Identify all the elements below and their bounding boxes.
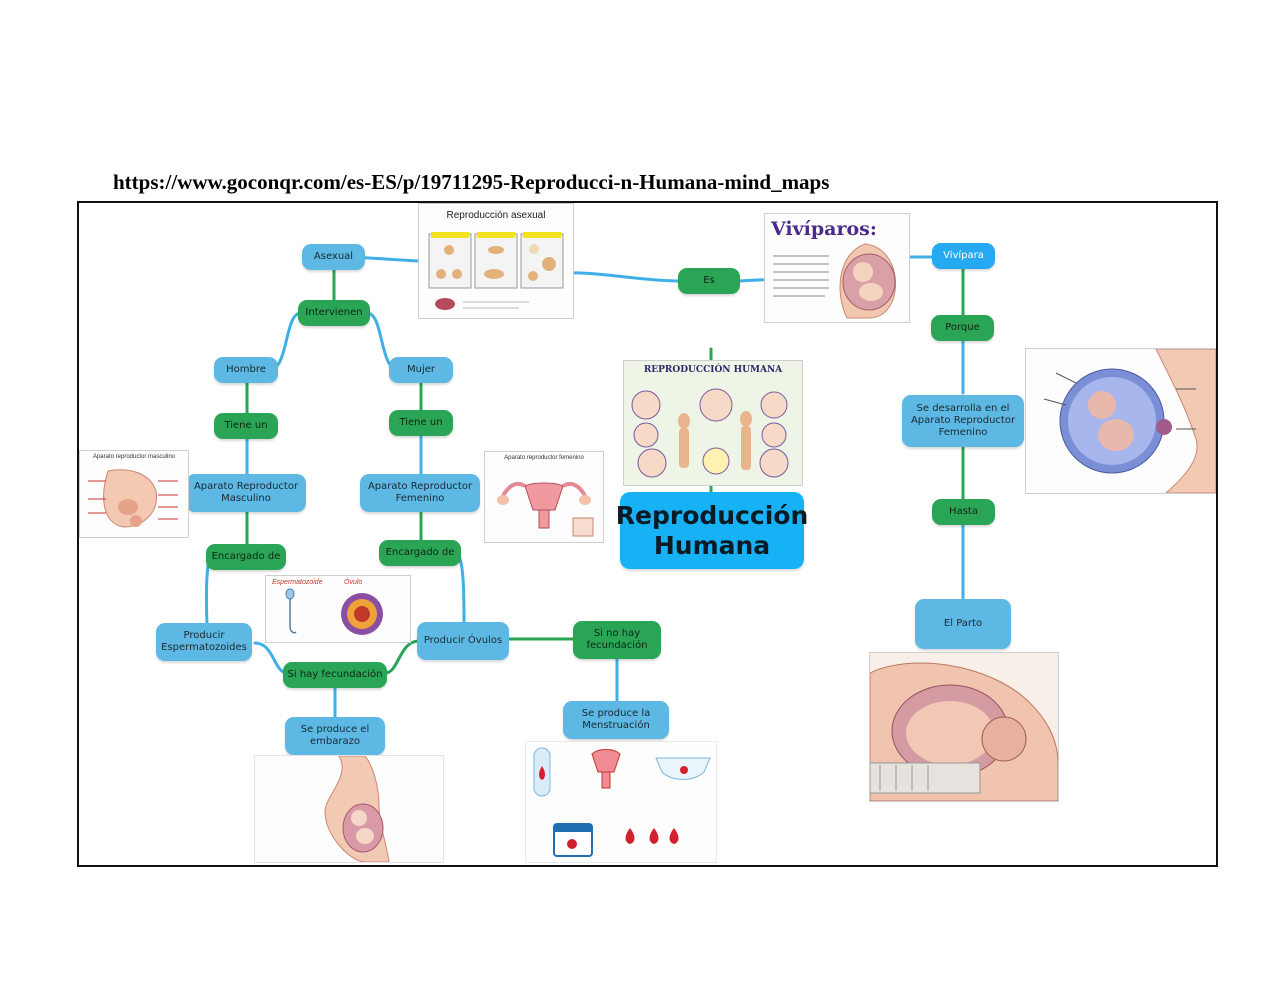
node-aparato-masculino[interactable]: Aparato Reproductor Masculino [186,474,306,512]
node-se-produce-embarazo[interactable]: Se produce el embarazo [285,717,385,755]
image-aparato-masculino: Aparato reproductor masculino [79,450,189,538]
image-reproduccion-asexual: Reproducción asexual [418,203,574,319]
connector-lines [204,255,965,719]
image-menstruacion [525,741,717,863]
node-producir-ovulos[interactable]: Producir Óvulos [417,622,509,660]
human-reproduction-poster [631,388,789,478]
fetal-development-illustration [1043,349,1216,493]
gameto-ovulo: Óvulo [344,579,363,586]
node-intervienen[interactable]: Intervienen [298,300,370,326]
image-title: Reproducción asexual [446,210,546,221]
image-viviparos: Vivíparos: [764,213,910,323]
node-hasta[interactable]: Hasta [932,499,995,525]
pregnancy-illustration [324,756,390,862]
node-se-desarrolla[interactable]: Se desarrolla en el Aparato Reproductor … [902,395,1024,447]
node-asexual[interactable]: Asexual [302,244,365,270]
root-node[interactable]: Reproducción Humana [616,492,808,569]
mind-map-canvas: Reproducción Humana Es Asexual Intervien… [77,201,1218,867]
node-si-no-hay-fecundacion[interactable]: Si no hay fecundación [573,621,661,659]
male-anatomy-illustration [88,469,178,528]
menstruation-icons [533,747,711,857]
node-tiene-un-hombre[interactable]: Tiene un [214,413,278,439]
image-reproduccion-humana: REPRODUCCIÓN HUMANA [623,360,803,486]
node-producir-espermatozoides[interactable]: Producir Espermatozoides [156,623,252,661]
node-tiene-un-mujer[interactable]: Tiene un [389,410,453,436]
image-gametos: Espermatozoide Óvulo [265,575,411,643]
source-url[interactable]: https://www.goconqr.com/es-ES/p/19711295… [113,170,830,194]
birth-illustration [870,653,1058,801]
node-se-produce-menstruacion[interactable]: Se produce la Menstruación [563,701,669,739]
image-parto [869,652,1059,802]
asexual-diagram [428,232,564,310]
image-embarazo [254,755,444,863]
fetus-illustration [773,243,896,319]
node-hombre[interactable]: Hombre [214,357,278,383]
image-title: Vivíparos: [771,218,877,240]
image-title: REPRODUCCIÓN HUMANA [643,365,783,375]
image-aparato-femenino: Aparato reproductor femenino [484,451,604,543]
node-aparato-femenino[interactable]: Aparato Reproductor Femenino [360,474,480,512]
node-mujer[interactable]: Mujer [389,357,453,383]
node-encargado-mujer[interactable]: Encargado de [379,540,461,566]
node-el-parto[interactable]: El Parto [915,599,1011,649]
node-vivipara[interactable]: Vivípara [932,243,995,269]
node-si-hay-fecundacion[interactable]: Si hay fecundación [283,662,387,688]
image-title: Aparato reproductor femenino [504,455,584,461]
image-title: Aparato reproductor masculino [92,454,176,460]
node-es[interactable]: Es [678,268,740,294]
node-encargado-hombre[interactable]: Encargado de [206,544,286,570]
gameto-espermatozoide: Espermatozoide [272,579,323,586]
image-desarrollo-fetal [1025,348,1216,494]
node-porque[interactable]: Porque [931,315,994,341]
gametes-illustration [285,588,383,635]
female-anatomy-illustration [497,481,594,537]
